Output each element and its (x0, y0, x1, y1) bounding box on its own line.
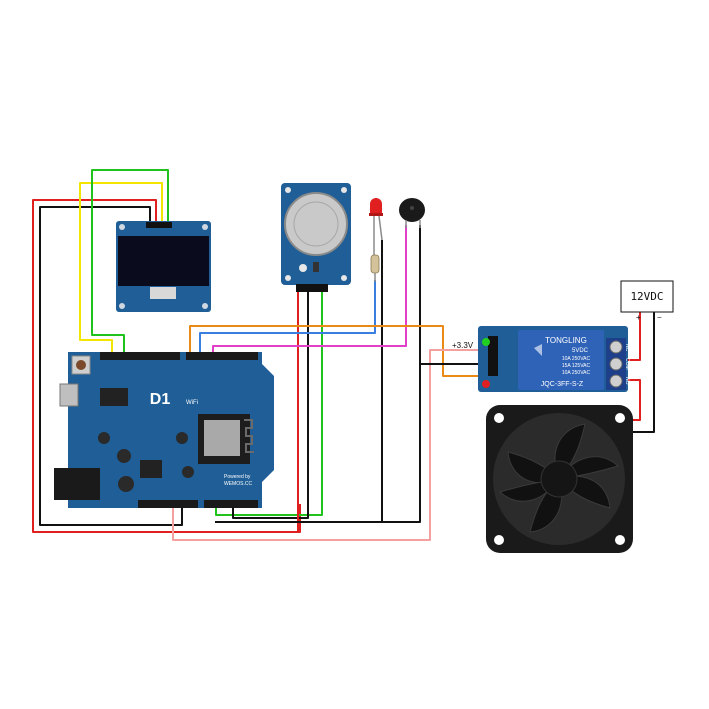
board-chip (100, 388, 128, 406)
screw-terminal-no-icon (609, 374, 623, 388)
relay-body (518, 330, 604, 390)
board-capacitor (176, 432, 188, 444)
gas-chip (313, 262, 319, 272)
relay-voltage: 5VDC (572, 348, 589, 354)
gas-mount-hole (341, 275, 347, 281)
wires (32, 169, 655, 541)
wire-buzzer-pink (212, 225, 407, 352)
board-capacitor (117, 449, 131, 463)
psu-label: 12VDC (630, 290, 663, 303)
dc-jack-icon (54, 468, 100, 500)
oled-display (116, 221, 211, 312)
fan-mount-hole (615, 413, 625, 423)
oled-mount-hole (202, 224, 208, 230)
wire-gas-green (215, 290, 323, 516)
red-led (369, 198, 383, 282)
wire-psu-minus-black (628, 312, 655, 433)
wemos-d1-board: D1 WiFi Powered by WEMOS.CC (54, 352, 274, 508)
wire-buzzer-black (215, 225, 421, 523)
oled-screen (118, 236, 209, 286)
gas-sensor (281, 183, 351, 292)
led-body (370, 198, 382, 214)
wire-oled-gnd-black (39, 206, 183, 526)
relay-logo-icon (534, 344, 542, 356)
relay-terminal-nc: NC (624, 344, 630, 352)
board-capacitor (182, 466, 194, 478)
wifi-antenna-icon (244, 419, 254, 453)
esp8266-shield (204, 420, 240, 456)
wire-oled-scl-green (91, 169, 169, 352)
relay-rating-3: 10A 250VAC (562, 370, 591, 376)
relay-rating-1: 10A 250VAC (562, 356, 591, 362)
board-capacitor (118, 476, 134, 492)
buzzer (399, 198, 425, 228)
board-header-bottom-right (204, 500, 258, 508)
screw-terminal-com-icon (609, 357, 623, 371)
usb-port-icon (59, 383, 79, 407)
relay-rating-2: 15A 125VAC (562, 363, 591, 369)
screw-terminal-nc-icon (609, 340, 623, 354)
wire-gas-black (232, 290, 309, 519)
gas-pin-header (296, 284, 328, 292)
relay-pin-header (488, 336, 498, 376)
relay-model: JQC-3FF-S-Z (541, 381, 584, 388)
gas-mount-hole (341, 187, 347, 193)
fan-mount-hole (494, 413, 504, 423)
oled-ribbon (150, 287, 176, 299)
relay-power-led (482, 338, 490, 346)
cooling-fan (486, 405, 633, 553)
oled-mount-hole (119, 224, 125, 230)
wire-oled-sda-yellow (79, 182, 163, 352)
board-footer-line1: Powered by (224, 474, 251, 480)
fan-hub (540, 460, 578, 498)
buzzer-hole (410, 206, 414, 210)
psu-box (620, 280, 674, 313)
led-lead (378, 215, 383, 241)
board-name: D1 (150, 391, 171, 408)
wire-led-blue (199, 280, 376, 352)
fan-mount-hole (615, 535, 625, 545)
board-chip (140, 460, 162, 478)
wire-fan-red (628, 379, 641, 421)
wire-relay-vcc-salmon (172, 349, 478, 541)
board-footer-line2: WEMOS.CC (224, 481, 252, 487)
wire-psu-plus-red (628, 312, 641, 361)
gas-mesh-ring (293, 201, 339, 247)
board-capacitor (98, 432, 110, 444)
gas-potentiometer (299, 264, 307, 272)
relay-module: TONGLING 5VDC 10A 250VAC 15A 125VAC 10A … (452, 326, 630, 392)
oled-mount-hole (202, 303, 208, 309)
power-supply-12vdc: 12VDC + − (620, 280, 674, 322)
board-header-top-left (100, 352, 180, 360)
relay-terminal-com: COM (624, 358, 630, 370)
gas-mount-hole (285, 187, 291, 193)
reset-button-icon (76, 360, 86, 370)
psu-minus: − (657, 313, 662, 322)
board-header-top-right (186, 352, 258, 360)
resistor (370, 254, 380, 274)
relay-supply-label: +3.3V (452, 341, 474, 350)
psu-plus: + (636, 313, 641, 322)
board-wifi-label: WiFi (186, 400, 198, 406)
gas-mount-hole (285, 275, 291, 281)
wire-relay-signal-orange (189, 325, 478, 377)
board-header-bottom-left (138, 500, 198, 508)
relay-brand: TONGLING (545, 336, 587, 345)
led-rim (369, 213, 383, 216)
relay-status-led (482, 380, 490, 388)
oled-mount-hole (119, 303, 125, 309)
fan-mount-hole (494, 535, 504, 545)
oled-pin-header (146, 222, 172, 228)
relay-terminal-no: NO (624, 377, 630, 385)
wire-oled-vcc-red (32, 199, 301, 533)
